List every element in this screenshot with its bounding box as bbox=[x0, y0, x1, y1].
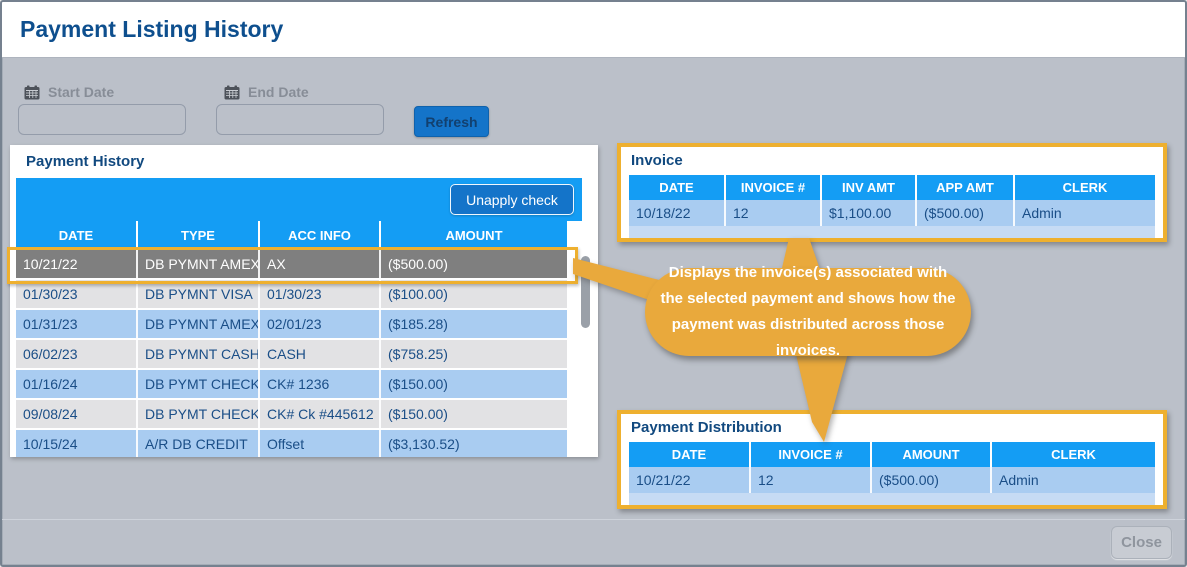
table-cell: 02/01/23 bbox=[260, 310, 381, 338]
table-cell: Offset bbox=[260, 430, 381, 457]
vertical-scrollbar[interactable] bbox=[579, 252, 592, 448]
column-header-app-amt: APP AMT bbox=[917, 175, 1015, 200]
payment-history-title: Payment History bbox=[26, 153, 145, 170]
table-cell: CASH bbox=[260, 340, 381, 368]
table-cell: 06/02/23 bbox=[16, 340, 138, 368]
column-header-type: TYPE bbox=[138, 221, 260, 250]
table-cell: 10/21/22 bbox=[629, 467, 751, 493]
table-cell: DB PYMNT CASH bbox=[138, 340, 260, 368]
table-cell: DB PYMNT AMEX bbox=[138, 310, 260, 338]
table-cell: 10/18/22 bbox=[629, 200, 726, 226]
callout-bubble: Displays the invoice(s) associated with … bbox=[645, 264, 971, 359]
table-cell: Admin bbox=[999, 472, 1039, 488]
table-cell: ($100.00) bbox=[388, 286, 448, 302]
callout-text: Displays the invoice(s) associated with … bbox=[660, 263, 956, 360]
table-cell: $1,100.00 bbox=[822, 200, 917, 226]
column-header-date: DATE bbox=[629, 175, 726, 200]
table-cell: Admin bbox=[1022, 205, 1062, 221]
column-header-amount: AMOUNT bbox=[872, 442, 992, 467]
table-cell: CK# Ck #445612 bbox=[260, 400, 381, 428]
empty-row-strip bbox=[629, 226, 1155, 238]
table-cell: 09/08/24 bbox=[16, 400, 138, 428]
footer-bar: Close bbox=[2, 519, 1185, 565]
start-date-label: Start Date bbox=[48, 84, 115, 100]
unapply-check-button[interactable]: Unapply check bbox=[450, 184, 574, 215]
close-button[interactable]: Close bbox=[1111, 526, 1172, 559]
column-header-clerk: CLERK bbox=[1051, 447, 1096, 462]
refresh-button[interactable]: Refresh bbox=[414, 106, 489, 137]
invoice-title: Invoice bbox=[631, 152, 683, 169]
table-cell: 01/30/23 bbox=[260, 280, 381, 308]
table-cell: ($185.28) bbox=[388, 316, 448, 332]
calendar-icon bbox=[224, 85, 240, 100]
table-cell: 10/15/24 bbox=[16, 430, 138, 457]
empty-row-strip bbox=[629, 493, 1155, 505]
table-cell: A/R DB CREDIT bbox=[138, 430, 260, 457]
start-date-label-group: Start Date bbox=[24, 84, 114, 100]
table-cell: DB PYMNT AMEX bbox=[138, 250, 260, 278]
column-header-inv-amt: INV AMT bbox=[822, 175, 917, 200]
table-cell: 01/30/23 bbox=[16, 280, 138, 308]
scrollbar-thumb[interactable] bbox=[581, 256, 590, 328]
table-cell: 12 bbox=[751, 467, 872, 493]
column-header-date: DATE bbox=[629, 442, 751, 467]
table-cell: ($500.00) bbox=[917, 200, 1015, 226]
end-date-input[interactable] bbox=[216, 104, 384, 135]
table-cell: 01/16/24 bbox=[16, 370, 138, 398]
start-date-input[interactable] bbox=[18, 104, 186, 135]
table-cell: DB PYMT CHECK bbox=[138, 400, 260, 428]
table-cell: 01/31/23 bbox=[16, 310, 138, 338]
table-cell: CK# 1236 bbox=[260, 370, 381, 398]
title-bar: Payment Listing History bbox=[2, 2, 1185, 58]
table-cell: ($500.00) bbox=[388, 256, 448, 272]
table-cell: ($3,130.52) bbox=[388, 436, 460, 452]
end-date-label-group: End Date bbox=[224, 84, 309, 100]
table-cell: ($150.00) bbox=[388, 376, 448, 392]
table-cell: DB PYMT CHECK bbox=[138, 370, 260, 398]
column-header-amount: AMOUNT bbox=[445, 228, 503, 243]
column-header-clerk: CLERK bbox=[1062, 180, 1108, 195]
table-cell: 10/21/22 bbox=[16, 250, 138, 278]
table-cell: ($758.25) bbox=[388, 346, 448, 362]
column-header-acc-info: ACC INFO bbox=[260, 221, 381, 250]
table-cell: ($500.00) bbox=[872, 467, 992, 493]
payment-history-toolbar: Unapply check bbox=[16, 178, 582, 221]
table-cell: DB PYMNT VISA bbox=[138, 280, 260, 308]
column-header-date: DATE bbox=[16, 221, 138, 250]
payment-distribution-title: Payment Distribution bbox=[631, 419, 782, 436]
table-cell: ($150.00) bbox=[388, 406, 448, 422]
table-cell: 12 bbox=[726, 200, 822, 226]
table-cell: AX bbox=[260, 250, 381, 278]
column-header-invoice-: INVOICE # bbox=[726, 175, 822, 200]
page-title: Payment Listing History bbox=[20, 16, 284, 42]
column-header-invoice-: INVOICE # bbox=[751, 442, 872, 467]
calendar-icon bbox=[24, 85, 40, 100]
end-date-label: End Date bbox=[248, 84, 309, 100]
